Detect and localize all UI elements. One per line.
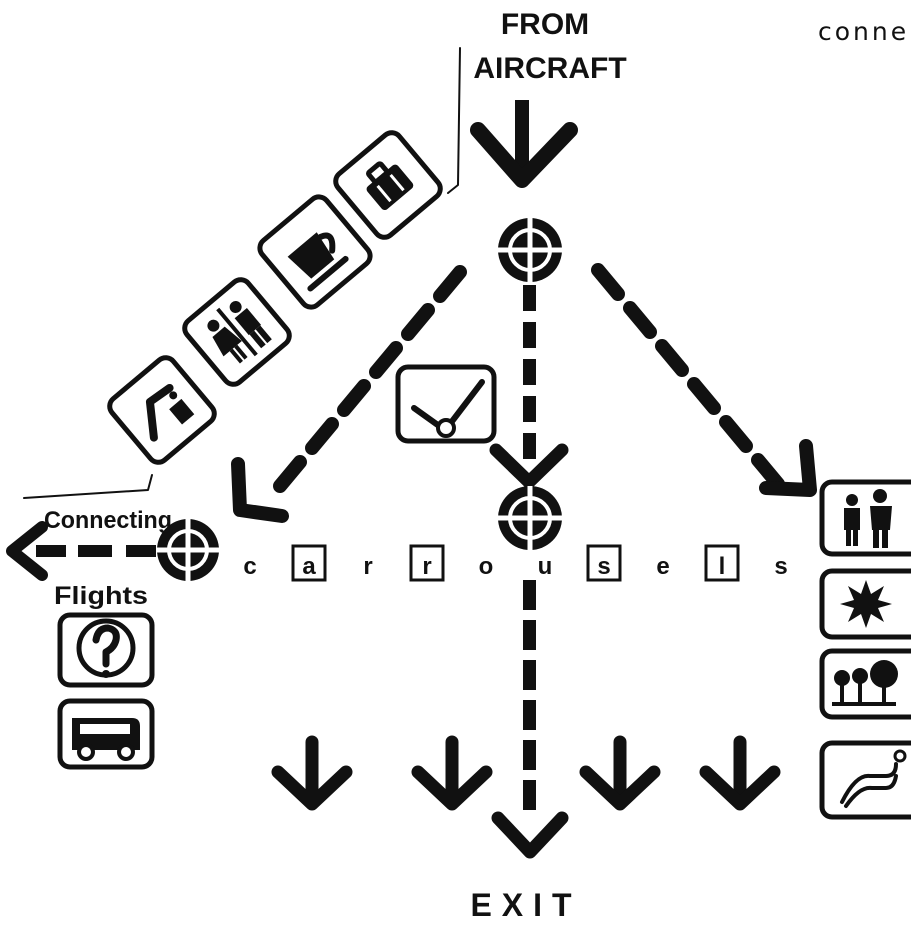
carousel-letter-text: r — [422, 553, 431, 580]
clock-icon — [395, 364, 497, 444]
carousel-arrow-3 — [579, 735, 661, 811]
carousel-letter-text: u — [538, 553, 553, 580]
carousel-letter-box — [586, 544, 622, 582]
guide-line-top — [447, 47, 461, 194]
carousel-letter: l — [704, 544, 740, 582]
carousel-letter-text: e — [656, 553, 669, 580]
carousel-letter: e — [656, 553, 669, 580]
exit-label: EXIT — [470, 887, 581, 923]
connecting-flights-arrow — [6, 521, 156, 581]
junction-top-icon — [498, 218, 562, 282]
left-arrowhead — [231, 457, 289, 523]
coffee-shop-icon — [257, 194, 373, 310]
carousel-letter-box — [409, 544, 445, 582]
center-dash-lower — [523, 580, 536, 810]
aircraft-label: AIRCRAFT — [473, 52, 626, 85]
carousel-letter: s — [774, 553, 787, 580]
carousel-letter: r — [363, 553, 372, 580]
meeting-point-icon — [819, 479, 911, 557]
junction-middle-icon — [498, 486, 562, 550]
carousel-letter: s — [586, 544, 622, 582]
drinking-fountain-icon — [107, 355, 217, 465]
flights-label: Flights — [54, 582, 148, 610]
carousel-letter-text: l — [719, 553, 726, 580]
top-right-partial-text: conne — [818, 17, 909, 46]
carousel-letter-text: s — [774, 553, 787, 580]
carousel-arrow-4 — [699, 735, 781, 811]
connecting-label: Connecting — [44, 507, 172, 534]
information-icon — [57, 612, 155, 688]
carousel-letter-text: c — [243, 553, 256, 580]
bus-icon — [57, 698, 155, 770]
aircraft-arrow — [470, 100, 578, 188]
exit-arrowhead — [491, 811, 569, 859]
carousel-letter-text: a — [302, 553, 316, 580]
center-arrowhead-upper — [489, 443, 569, 489]
carousel-letter-box — [704, 544, 740, 582]
restrooms-icon — [182, 277, 292, 387]
carousel-letter: u — [538, 553, 553, 580]
carousel-letter: r — [409, 544, 445, 582]
seating-icon — [819, 740, 911, 820]
carousel-arrow-2 — [411, 735, 493, 811]
carousel-arrow-1 — [271, 735, 353, 811]
right-arrowhead — [759, 439, 817, 497]
carousel-letter: a — [291, 544, 327, 582]
guide-line-left — [23, 474, 153, 499]
baggage-icon — [333, 130, 443, 240]
carousel-letter-text: s — [597, 553, 610, 580]
center-dash-upper — [523, 285, 536, 459]
trees-icon — [819, 648, 911, 720]
carousel-letter-text: r — [363, 553, 372, 580]
starburst-icon — [819, 568, 911, 640]
carousel-letter-box — [291, 544, 327, 582]
diagonal-dash-right — [591, 263, 785, 491]
junction-left-icon — [157, 519, 219, 581]
from-label: FROM — [501, 8, 589, 41]
carousel-letter: c — [243, 553, 256, 580]
carousel-letter-text: o — [479, 553, 494, 580]
carousel-letter: o — [479, 553, 494, 580]
diagonal-dash-left — [273, 265, 467, 493]
